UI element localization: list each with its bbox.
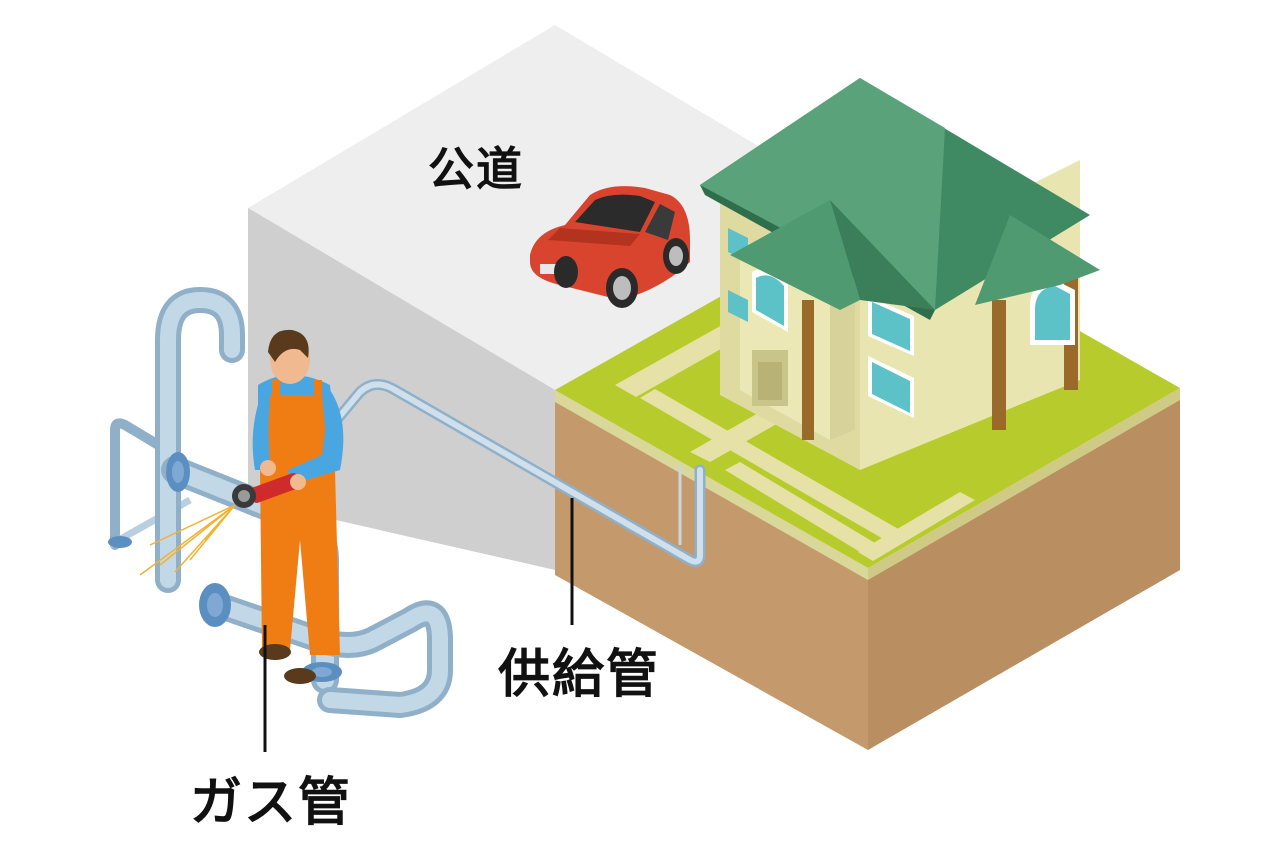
lawn-edge-left — [555, 390, 868, 580]
lawn-edge-right — [868, 388, 1180, 580]
car-illustration — [530, 186, 690, 308]
soil-right-face — [868, 398, 1180, 750]
worker-illustration — [232, 329, 344, 684]
supply-pipe-label: 供給管 — [498, 645, 661, 705]
house-illustration — [700, 78, 1100, 470]
supply-pipe — [289, 379, 706, 568]
gas-pipe-label: ガス管 — [190, 773, 353, 833]
public-road-label: 公道 — [428, 142, 524, 196]
soil-left-face — [555, 400, 868, 750]
grinder-sparks — [139, 504, 236, 576]
